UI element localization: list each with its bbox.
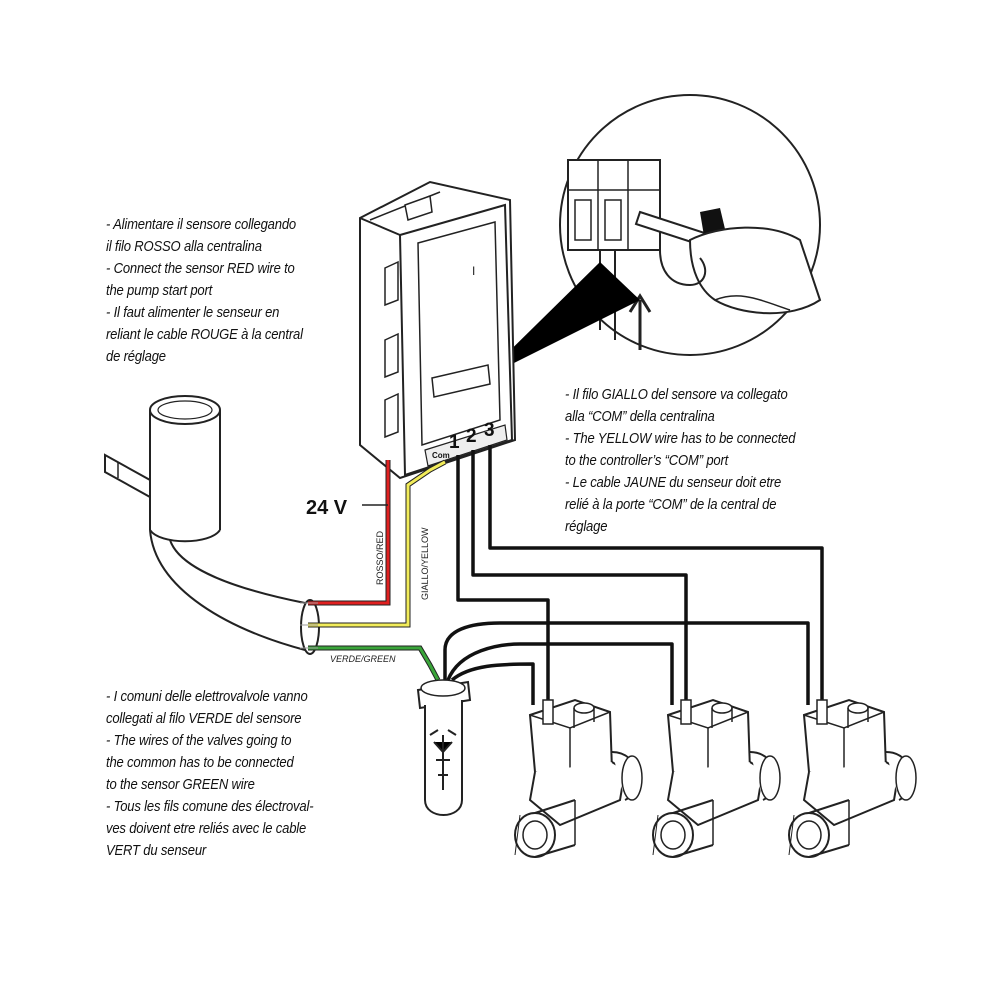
- note-line: - Il filo GIALLO del sensore va collegat…: [565, 387, 788, 403]
- note-line: reliant le cable ROUGE à la central: [106, 327, 303, 343]
- note-line: - The YELLOW wire has to be connected: [565, 431, 796, 447]
- solenoid-valve-1: [514, 698, 643, 858]
- solenoid-valve-2: [652, 699, 781, 858]
- sensor-wires: [300, 459, 447, 682]
- red-wire-label: ROSSO/RED: [375, 530, 385, 585]
- note-line: the common has to be connected: [106, 755, 294, 771]
- port-1-label: 1: [449, 432, 460, 453]
- note-line: - Il faut alimenter le senseur en: [106, 305, 280, 321]
- note-line: - The wires of the valves going to: [106, 733, 292, 749]
- note-line: collegati al filo VERDE del sensore: [106, 711, 302, 727]
- note-line: il filo ROSSO alla centralina: [106, 239, 262, 255]
- note-line: - I comuni delle elettrovalvole vanno: [106, 689, 308, 705]
- valve-commons-note: - I comuni delle elettrovalvole vanno co…: [106, 686, 314, 862]
- note-line: to the controller’s “COM” port: [565, 453, 729, 469]
- note-line: réglage: [565, 519, 608, 535]
- port-3-label: 3: [484, 420, 495, 441]
- note-line: the pump start port: [106, 283, 213, 299]
- callout-pointer: [480, 262, 640, 380]
- controller-unit: [359, 180, 517, 480]
- note-line: to the sensor GREEN wire: [106, 777, 255, 793]
- yellow-wire-label: GIALLO/YELLOW: [420, 527, 430, 600]
- sensor-power-note: - Alimentare il sensore collegando il fi…: [106, 214, 303, 368]
- note-line: - Le cable JAUNE du senseur doit etre: [565, 475, 782, 491]
- note-line: ves doivent etre reliés avec le cable: [106, 821, 307, 837]
- green-wire-label: VERDE/GREEN: [330, 654, 396, 664]
- voltage-label: 24 V: [306, 497, 348, 519]
- note-line: - Alimentare il sensore collegando: [106, 217, 296, 233]
- note-line: de réglage: [106, 349, 166, 365]
- yellow-wire-note: - Il filo GIALLO del sensore va collegat…: [565, 384, 795, 538]
- note-line: VERT du senseur: [106, 843, 207, 859]
- wire-connector: [416, 679, 472, 816]
- com-port-label: Com: [432, 451, 450, 460]
- note-line: relié à la porte “COM” de la central de: [565, 497, 777, 513]
- note-line: alla “COM” della centralina: [565, 409, 715, 425]
- port-2-label: 2: [466, 426, 477, 447]
- note-line: - Tous les fils comune des électroval-: [106, 799, 314, 815]
- note-line: - Connect the sensor RED wire to: [106, 261, 295, 277]
- valve-wires: [443, 445, 824, 705]
- rain-sensor: [104, 395, 320, 655]
- solenoid-valve-3: [788, 699, 917, 858]
- panel-mark: I: [472, 264, 475, 278]
